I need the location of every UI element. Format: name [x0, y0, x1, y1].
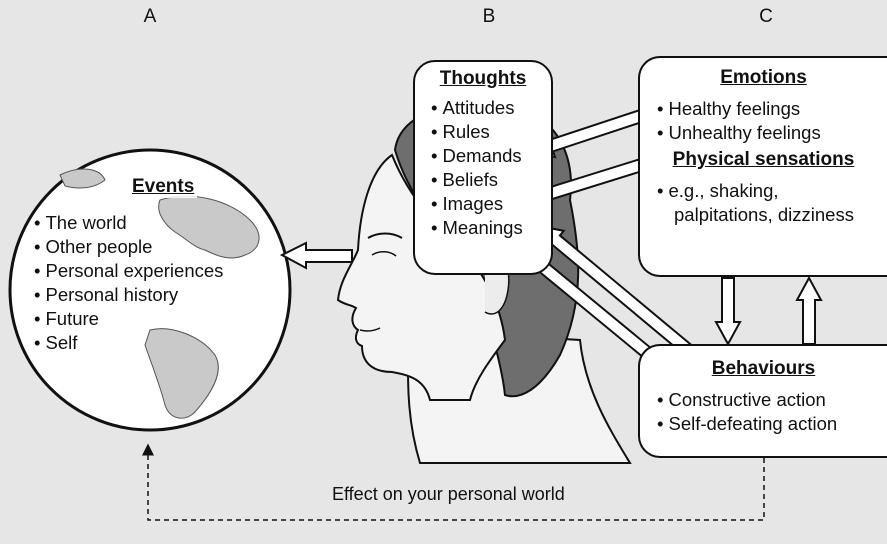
column-label-c: C: [759, 6, 773, 27]
events-item: Other people: [34, 235, 223, 259]
thoughts-title: Thoughts: [439, 68, 527, 89]
events-list: The world Other people Personal experien…: [34, 211, 223, 355]
physical-item: e.g., shaking,: [657, 179, 887, 203]
column-label-b: B: [482, 6, 496, 27]
emotions-list: Healthy feelings Unhealthy feelings: [657, 97, 887, 145]
emotions-item: Healthy feelings: [657, 97, 887, 121]
arrow-emotions-to-behaviours: [714, 277, 742, 347]
mouth-shape: [359, 327, 381, 332]
arrow-thoughts-to-events: [279, 241, 353, 270]
arrow-behaviours-to-emotions: [795, 275, 823, 345]
emotions-title: Emotions: [720, 67, 807, 88]
physical-list: e.g., shaking,: [657, 179, 887, 203]
emotions-box: Emotions Healthy feelings Unhealthy feel…: [638, 56, 887, 277]
behaviours-item: Constructive action: [657, 388, 887, 412]
physical-continuation: palpitations, dizziness: [674, 204, 854, 225]
events-item: Self: [34, 331, 223, 355]
thoughts-item: Images: [431, 192, 551, 216]
thoughts-item: Meanings: [431, 216, 551, 240]
behaviours-list: Constructive action Self-defeating actio…: [657, 388, 887, 436]
events-item: Future: [34, 307, 223, 331]
emotions-item: Unhealthy feelings: [657, 121, 887, 145]
physical-title: Physical sensations: [672, 149, 855, 170]
events-item: The world: [34, 211, 223, 235]
thoughts-list: Attitudes Rules Demands Beliefs Images M…: [431, 96, 551, 240]
feedback-loop-label: Effect on your personal world: [332, 484, 565, 504]
events-item: Personal experiences: [34, 259, 223, 283]
thoughts-box: Thoughts Attitudes Rules Demands Beliefs…: [413, 60, 553, 275]
face-shape: [336, 153, 507, 401]
thoughts-item: Demands: [431, 144, 551, 168]
land-islands: [59, 168, 106, 189]
behaviours-box: Behaviours Constructive action Self-defe…: [638, 344, 887, 458]
feedback-loop-line: [142, 443, 765, 521]
column-label-a: A: [143, 6, 157, 27]
events-item: Personal history: [34, 283, 223, 307]
eye-shape: [371, 251, 397, 257]
thoughts-item: Beliefs: [431, 168, 551, 192]
thoughts-item: Attitudes: [431, 96, 551, 120]
behaviours-title: Behaviours: [711, 358, 816, 379]
behaviours-item: Self-defeating action: [657, 412, 887, 436]
thoughts-item: Rules: [431, 120, 551, 144]
events-title: Events: [129, 176, 198, 198]
events-title-wrap: Events: [129, 176, 198, 198]
brow-shape: [367, 232, 403, 239]
